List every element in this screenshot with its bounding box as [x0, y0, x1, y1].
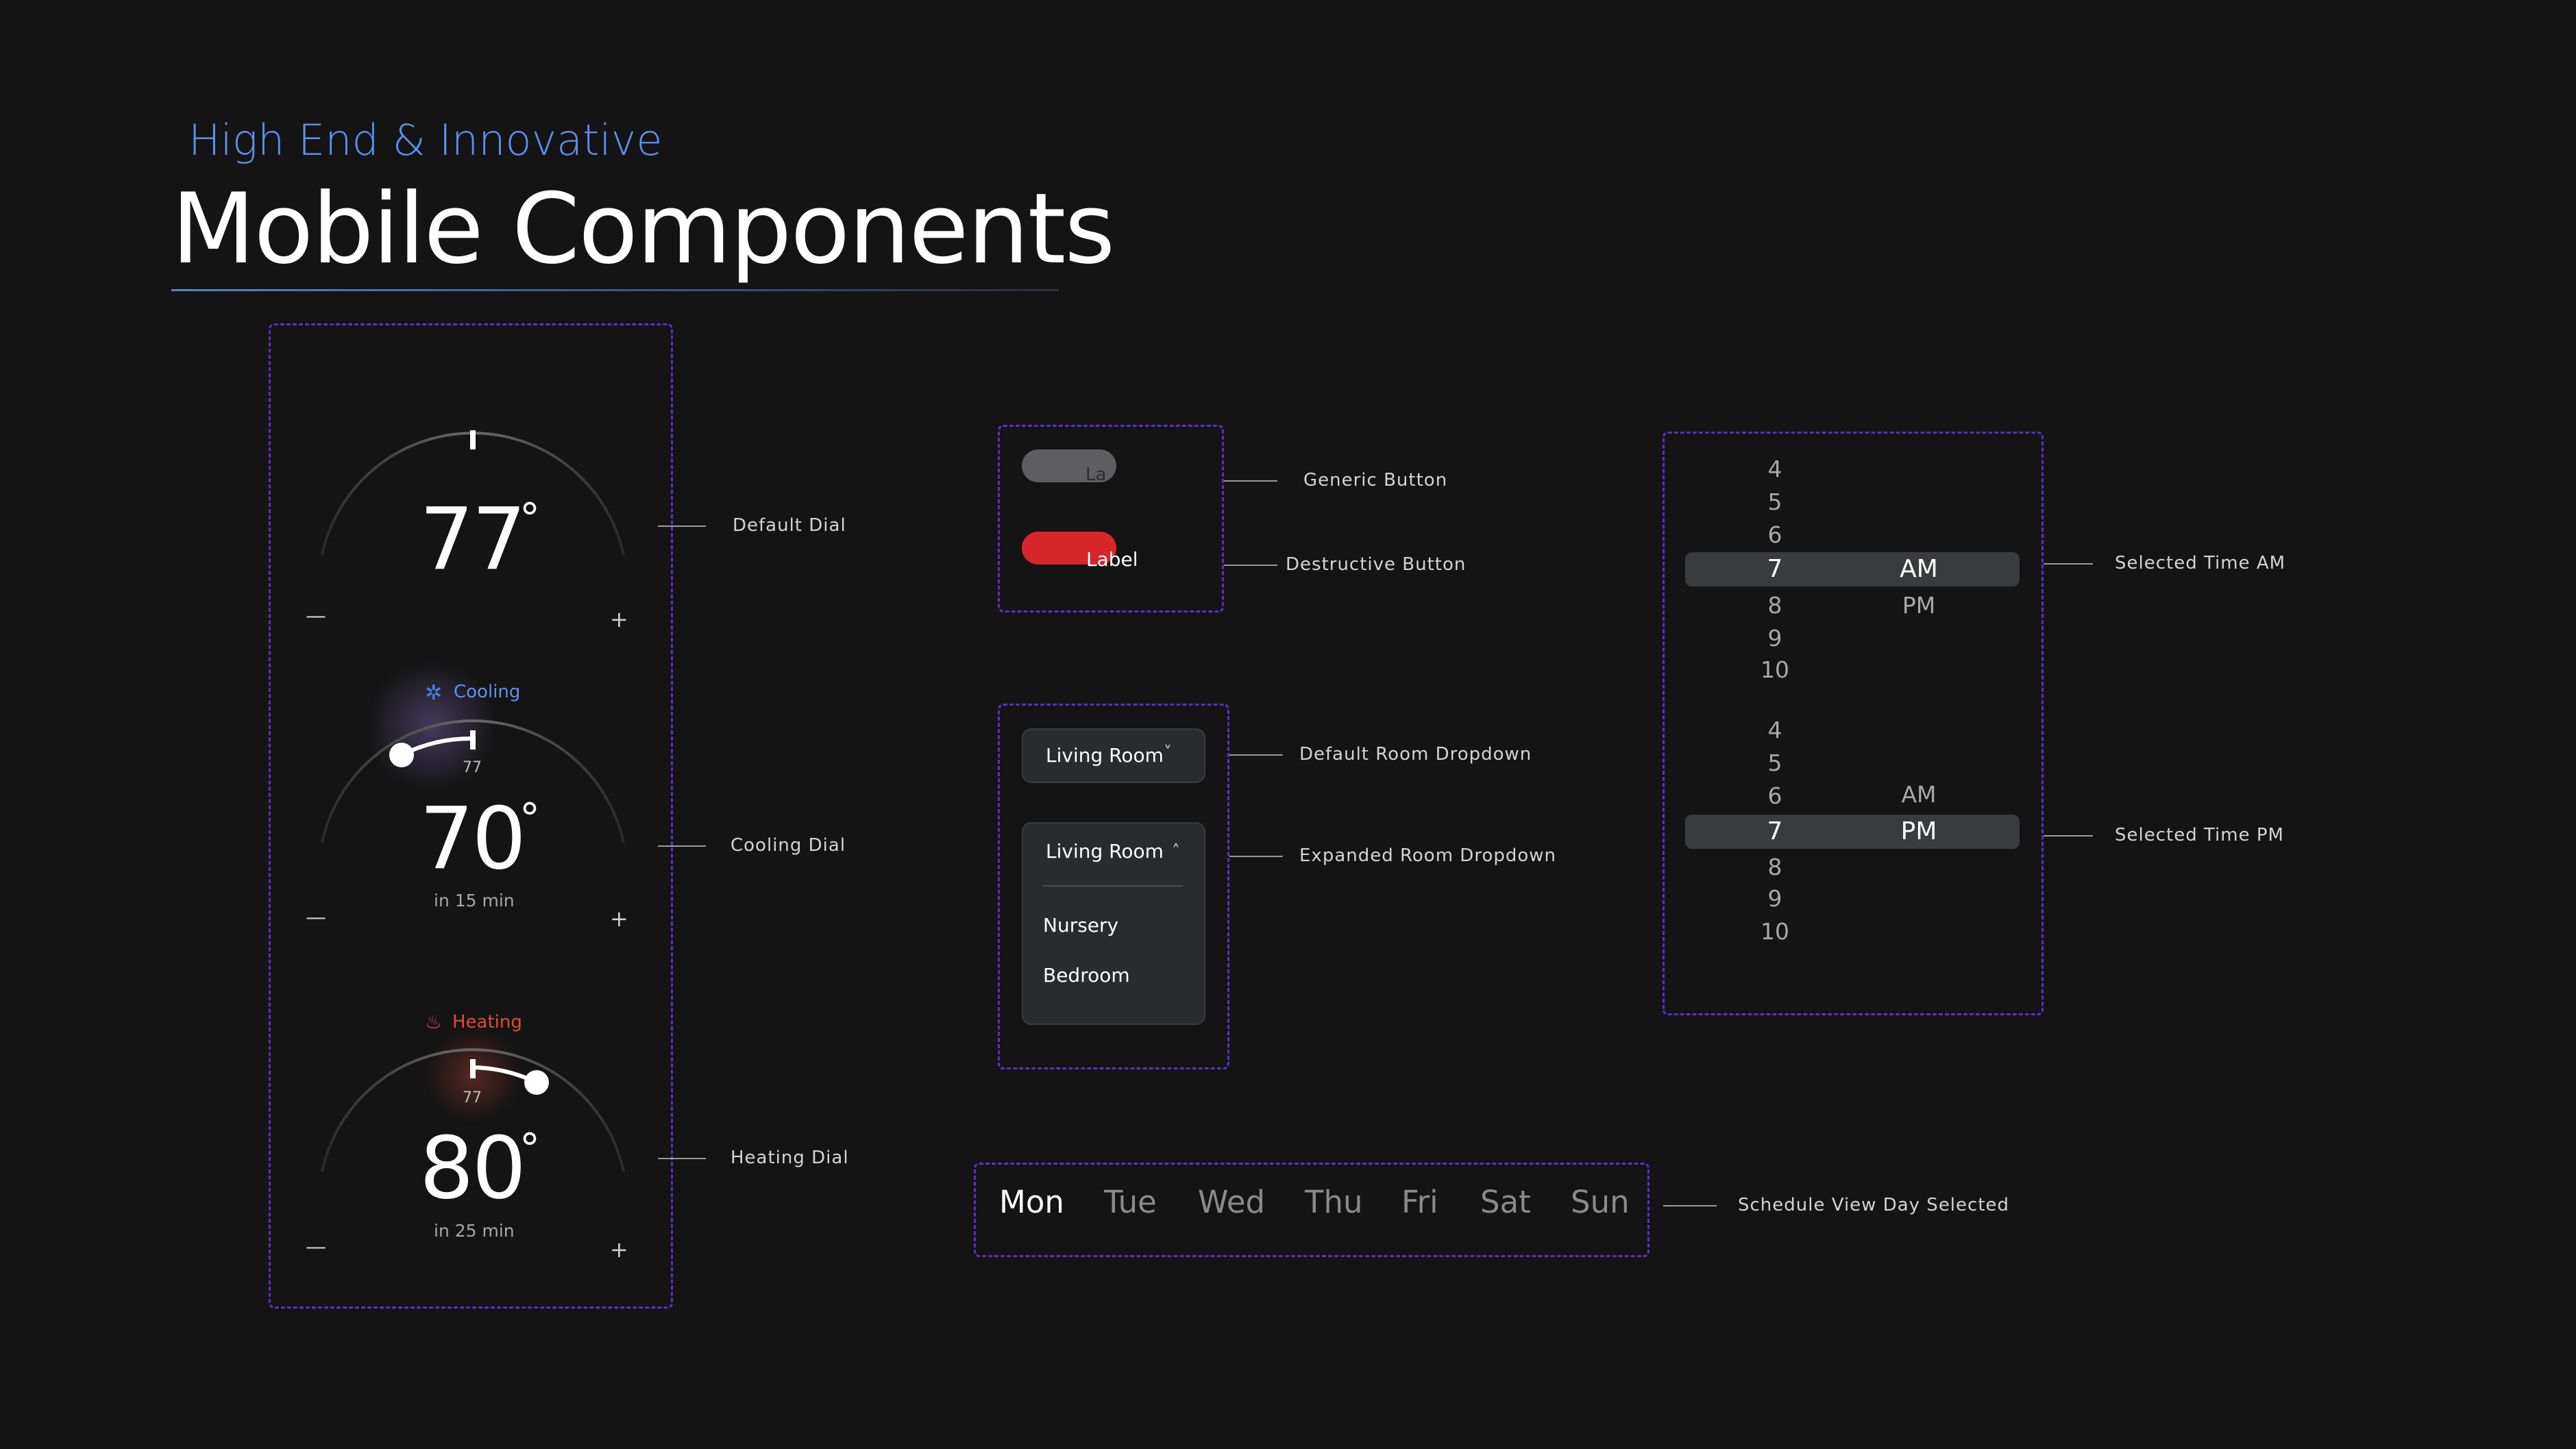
day-tab-fri[interactable]: Fri: [1401, 1184, 1438, 1220]
cooling-dial-plus-button[interactable]: +: [610, 906, 628, 932]
dial-panel-frame: [269, 323, 673, 1309]
callout-line: [658, 845, 706, 847]
dropdown-divider: [1043, 885, 1183, 887]
hour-option[interactable]: 8: [1767, 592, 1782, 619]
time-picker-pm-selection: [1685, 815, 2020, 849]
page-title: Mobile Components: [171, 173, 1115, 286]
cooling-eta: in 15 min: [434, 891, 515, 911]
callout-selected-time-pm: Selected Time PM: [2115, 825, 2284, 845]
cooling-dial-handle[interactable]: [389, 743, 414, 767]
heating-setpoint: 77: [463, 1089, 482, 1106]
day-tab-mon[interactable]: Mon: [999, 1184, 1064, 1220]
default-dial-plus-button[interactable]: +: [610, 606, 628, 632]
callout-line: [1229, 856, 1283, 857]
expanded-dropdown-label: Living Room: [1046, 840, 1164, 863]
default-room-dropdown[interactable]: [1022, 728, 1205, 783]
cooling-dial-minus-button[interactable]: —: [306, 906, 326, 930]
callout-selected-time-am: Selected Time AM: [2115, 553, 2286, 573]
destructive-button-label: Label: [1086, 548, 1138, 571]
cooling-setpoint: 77: [463, 759, 482, 776]
heating-eta: in 25 min: [434, 1221, 515, 1241]
hour-option[interactable]: 8: [1767, 854, 1782, 880]
heating-dial-degree: °: [519, 1125, 540, 1173]
hour-option[interactable]: 9: [1767, 885, 1782, 912]
default-dial[interactable]: [288, 411, 658, 644]
hour-option[interactable]: 6: [1767, 521, 1782, 548]
default-dial-temperature: 77: [419, 490, 526, 589]
dial-tick: [470, 430, 476, 449]
page-subtitle: High End & Innovative: [188, 115, 663, 165]
destructive-button[interactable]: [1022, 532, 1116, 565]
callout-line: [1224, 565, 1277, 566]
schedule-panel-frame: [974, 1163, 1649, 1257]
period-option[interactable]: AM: [1901, 781, 1937, 808]
cooling-mode-label: Cooling: [454, 682, 521, 702]
heating-dial-temperature: 80: [419, 1119, 526, 1218]
hour-option-selected[interactable]: 7: [1767, 817, 1783, 845]
day-tab-thu[interactable]: Thu: [1305, 1184, 1363, 1220]
callout-line: [1229, 754, 1283, 756]
default-dial-degree: °: [519, 495, 540, 543]
callout-line: [2044, 835, 2093, 837]
hour-option[interactable]: 4: [1767, 456, 1782, 482]
callout-cooling-dial: Cooling Dial: [731, 835, 846, 856]
hour-option[interactable]: 9: [1767, 625, 1782, 652]
default-dial-minus-button[interactable]: —: [306, 604, 326, 628]
hour-option[interactable]: 10: [1761, 918, 1789, 945]
heating-dial-minus-button[interactable]: —: [306, 1235, 326, 1259]
dial-arc: [321, 719, 625, 843]
callout-line: [1224, 480, 1277, 482]
hour-option[interactable]: 10: [1761, 656, 1789, 683]
hour-option[interactable]: 5: [1767, 488, 1782, 515]
dropdown-option-nursery[interactable]: Nursery: [1043, 914, 1119, 937]
expanded-room-dropdown[interactable]: [1022, 822, 1205, 1025]
cooling-dial-degree: °: [519, 795, 540, 843]
hour-option[interactable]: 5: [1767, 750, 1782, 776]
hour-option[interactable]: 6: [1767, 782, 1782, 809]
callout-destructive-button: Destructive Button: [1286, 554, 1467, 575]
period-option[interactable]: PM: [1902, 592, 1936, 619]
title-underline: [171, 289, 1059, 291]
callout-heating-dial: Heating Dial: [731, 1148, 849, 1168]
callout-line: [1663, 1205, 1717, 1206]
heating-dial[interactable]: [288, 980, 658, 1267]
heating-dial-handle[interactable]: [524, 1070, 549, 1095]
day-tab-sun[interactable]: Sun: [1571, 1184, 1630, 1220]
buttons-panel-frame: [998, 425, 1224, 612]
hour-option[interactable]: 4: [1767, 717, 1782, 743]
dial-arc: [321, 1048, 625, 1172]
callout-schedule-view: Schedule View Day Selected: [1738, 1195, 2010, 1215]
heating-dial-plus-button[interactable]: +: [610, 1237, 628, 1263]
cooling-dial-temperature: 70: [419, 789, 526, 889]
generic-button-label: La: [1085, 465, 1107, 485]
day-tab-tue[interactable]: Tue: [1104, 1184, 1157, 1220]
heating-mode-label: Heating: [452, 1012, 522, 1032]
dial-tick: [470, 730, 476, 750]
default-dropdown-label: Living Room: [1046, 744, 1164, 767]
time-picker-am-selection: [1685, 552, 2020, 586]
callout-line: [2044, 563, 2093, 565]
callout-generic-button: Generic Button: [1303, 470, 1448, 491]
day-tab-wed[interactable]: Wed: [1198, 1184, 1266, 1220]
flame-icon: ♨: [425, 1011, 443, 1033]
time-picker-panel-frame: [1663, 432, 2044, 1015]
cooling-dial[interactable]: [288, 651, 658, 939]
period-option-selected[interactable]: AM: [1900, 555, 1938, 583]
hour-option-selected[interactable]: 7: [1767, 555, 1783, 583]
dropdown-panel-frame: [998, 704, 1229, 1069]
callout-line: [658, 1158, 706, 1159]
snowflake-icon: ✲: [425, 681, 443, 705]
chevron-down-icon: ˅: [1164, 743, 1172, 762]
callout-default-dropdown: Default Room Dropdown: [1299, 744, 1532, 765]
period-option-selected[interactable]: PM: [1900, 817, 1937, 845]
day-tab-sat[interactable]: Sat: [1480, 1184, 1531, 1220]
callout-expanded-dropdown: Expanded Room Dropdown: [1299, 845, 1557, 866]
dropdown-option-bedroom[interactable]: Bedroom: [1043, 964, 1130, 987]
dial-tick: [470, 1059, 476, 1078]
callout-default-dial: Default Dial: [733, 515, 846, 536]
generic-button[interactable]: [1022, 449, 1116, 482]
callout-line: [658, 525, 706, 527]
chevron-up-icon: ˄: [1172, 841, 1180, 860]
